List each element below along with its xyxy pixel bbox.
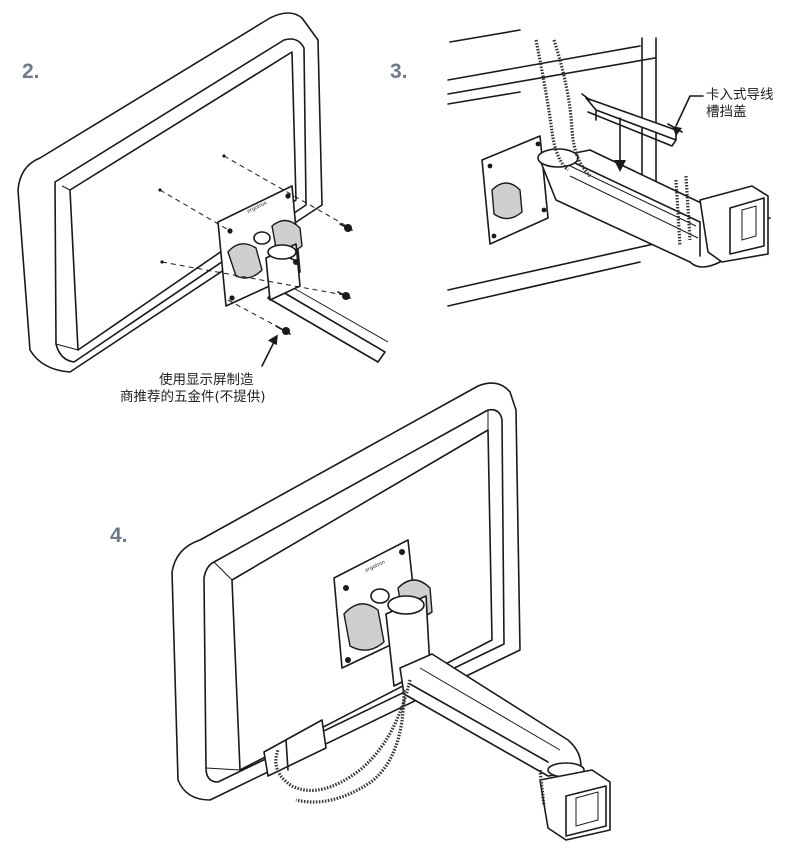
step-2-illustration: ergotron [17, 12, 389, 373]
cable-left [534, 39, 570, 172]
monitor-back-inner-rim [54, 38, 307, 363]
cable-cover-callout-line1: 卡入式导线 [706, 87, 774, 103]
hardware-callout-line1: 使用显示屏制造 [159, 372, 254, 388]
step-4-number: 4. [110, 524, 128, 547]
hardware-callout-line2: 商推荐的五金件(不提供) [120, 389, 266, 405]
assembled-cable-2 [295, 689, 406, 804]
cover-callout-leader [675, 95, 704, 127]
assembled-cable-3 [538, 769, 546, 807]
screw-2 [337, 291, 351, 300]
step-3-illustration [447, 29, 771, 307]
cable-cover-callout-line2: 槽挡盖 [706, 104, 747, 120]
monitor-back-shell [17, 12, 323, 373]
monitor-stand-stem [267, 287, 386, 363]
alignment-line-4 [227, 299, 281, 329]
assembled-knob-left [343, 603, 385, 651]
wall-knob [491, 182, 523, 220]
cable-right [552, 39, 592, 178]
monitor-back-recess [69, 51, 297, 351]
assembled-monitor-recess [231, 429, 493, 771]
hardware-callout: 使用显示屏制造 商推荐的五金件(不提供) [120, 372, 266, 406]
assembled-monitor-rim [203, 408, 505, 783]
assembled-desk-clamp [539, 769, 611, 841]
cable-cover-callout: 卡入式导线 槽挡盖 [706, 87, 774, 121]
alignment-line-2 [159, 189, 233, 233]
screw-1 [339, 223, 353, 232]
cable-cover [585, 97, 677, 141]
screw-4 [289, 257, 299, 265]
step-2-number: 2. [22, 60, 40, 83]
step-4-illustration: ergotron [171, 382, 611, 841]
alignment-line-3 [161, 261, 345, 296]
assembled-stand-stub [263, 719, 327, 777]
tilt-knob-left [227, 243, 263, 279]
screw-3 [275, 325, 291, 335]
step-3-number: 3. [390, 60, 408, 83]
desk-clamp [699, 185, 769, 263]
